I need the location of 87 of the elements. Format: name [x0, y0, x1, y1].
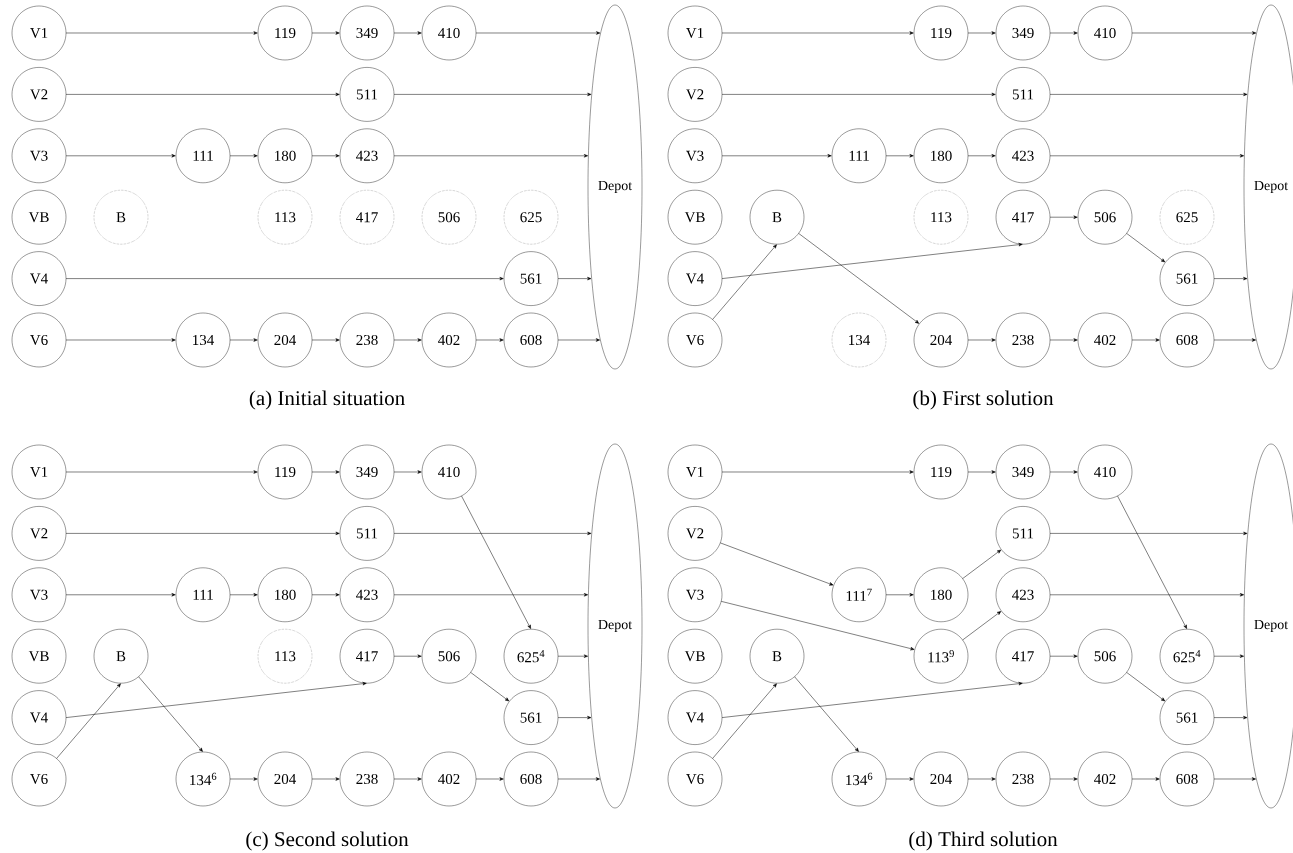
arrow — [1131, 338, 1160, 342]
arrow — [967, 31, 996, 35]
arrow — [721, 470, 914, 474]
panel-caption: (a) Initial situation — [249, 390, 405, 410]
arrow — [393, 154, 588, 158]
arrow — [65, 338, 176, 342]
arrow — [393, 470, 422, 474]
arrow — [475, 31, 601, 35]
arrow — [557, 715, 592, 720]
arrow — [1213, 777, 1256, 781]
panel-caption: (b) First solution — [913, 390, 1054, 410]
arrow — [65, 470, 258, 474]
arrow — [65, 92, 340, 97]
arrow — [311, 154, 340, 158]
arrow — [311, 593, 340, 597]
arrow — [311, 31, 340, 35]
arrow — [721, 154, 832, 158]
arrow — [1049, 92, 1248, 97]
arrow — [138, 676, 203, 752]
arrow — [1131, 31, 1257, 35]
arrow — [1213, 654, 1244, 658]
arrow — [65, 593, 176, 597]
arrow — [1117, 495, 1187, 629]
arrow — [1213, 715, 1248, 720]
arrow — [65, 682, 367, 718]
arrow — [393, 92, 592, 97]
arrow — [712, 683, 777, 759]
arrow — [1049, 777, 1078, 781]
arrow — [721, 682, 1023, 718]
arrow — [311, 470, 340, 474]
arrow — [311, 777, 340, 781]
arrow — [721, 31, 914, 35]
arrow — [720, 601, 915, 651]
arrow — [475, 338, 504, 342]
arrow — [962, 611, 1002, 641]
arrow — [1213, 276, 1248, 281]
arrow — [967, 470, 996, 474]
arrow — [557, 338, 600, 342]
arrow — [721, 92, 996, 97]
arrow — [229, 338, 258, 342]
arrow — [885, 593, 914, 597]
arrow — [229, 777, 258, 781]
arrow — [967, 777, 996, 781]
arrow — [720, 542, 834, 586]
arrow — [393, 777, 422, 781]
arrow — [311, 338, 340, 342]
arrow — [712, 244, 777, 320]
arrow — [393, 531, 592, 536]
arrow — [1049, 593, 1244, 597]
panel-caption: (d) Third solution — [909, 831, 1058, 851]
arrow — [229, 154, 258, 158]
arrow — [1049, 31, 1078, 35]
arrow — [393, 31, 422, 35]
arrow — [962, 549, 1002, 579]
arrow — [1049, 215, 1078, 219]
arrow — [56, 683, 121, 759]
arrow — [1049, 654, 1078, 658]
arrow — [65, 531, 340, 536]
arrow — [1131, 777, 1160, 781]
arrow — [229, 593, 258, 597]
arrow — [1049, 531, 1248, 536]
arrow — [798, 233, 920, 324]
arrow — [65, 276, 504, 281]
arrow — [557, 777, 600, 781]
arrow — [470, 672, 510, 702]
arrow — [1126, 672, 1166, 702]
arrow — [461, 495, 531, 629]
arrow — [557, 654, 588, 658]
arrow — [967, 338, 996, 342]
arrow — [885, 777, 914, 781]
arrow — [721, 243, 1023, 279]
arrow — [393, 593, 588, 597]
arrow — [885, 154, 914, 158]
arrow — [1126, 233, 1166, 263]
arrow — [65, 154, 176, 158]
arrow — [967, 154, 996, 158]
arrow — [475, 777, 504, 781]
arrow — [1049, 154, 1244, 158]
panel-caption: (c) Second solution — [246, 831, 409, 851]
arrow — [1049, 470, 1078, 474]
arrow — [557, 276, 592, 281]
arrow — [1049, 338, 1078, 342]
arrow — [393, 654, 422, 658]
arrow — [393, 338, 422, 342]
arrow — [65, 31, 258, 35]
arrow — [794, 676, 859, 752]
arrow — [1213, 338, 1256, 342]
